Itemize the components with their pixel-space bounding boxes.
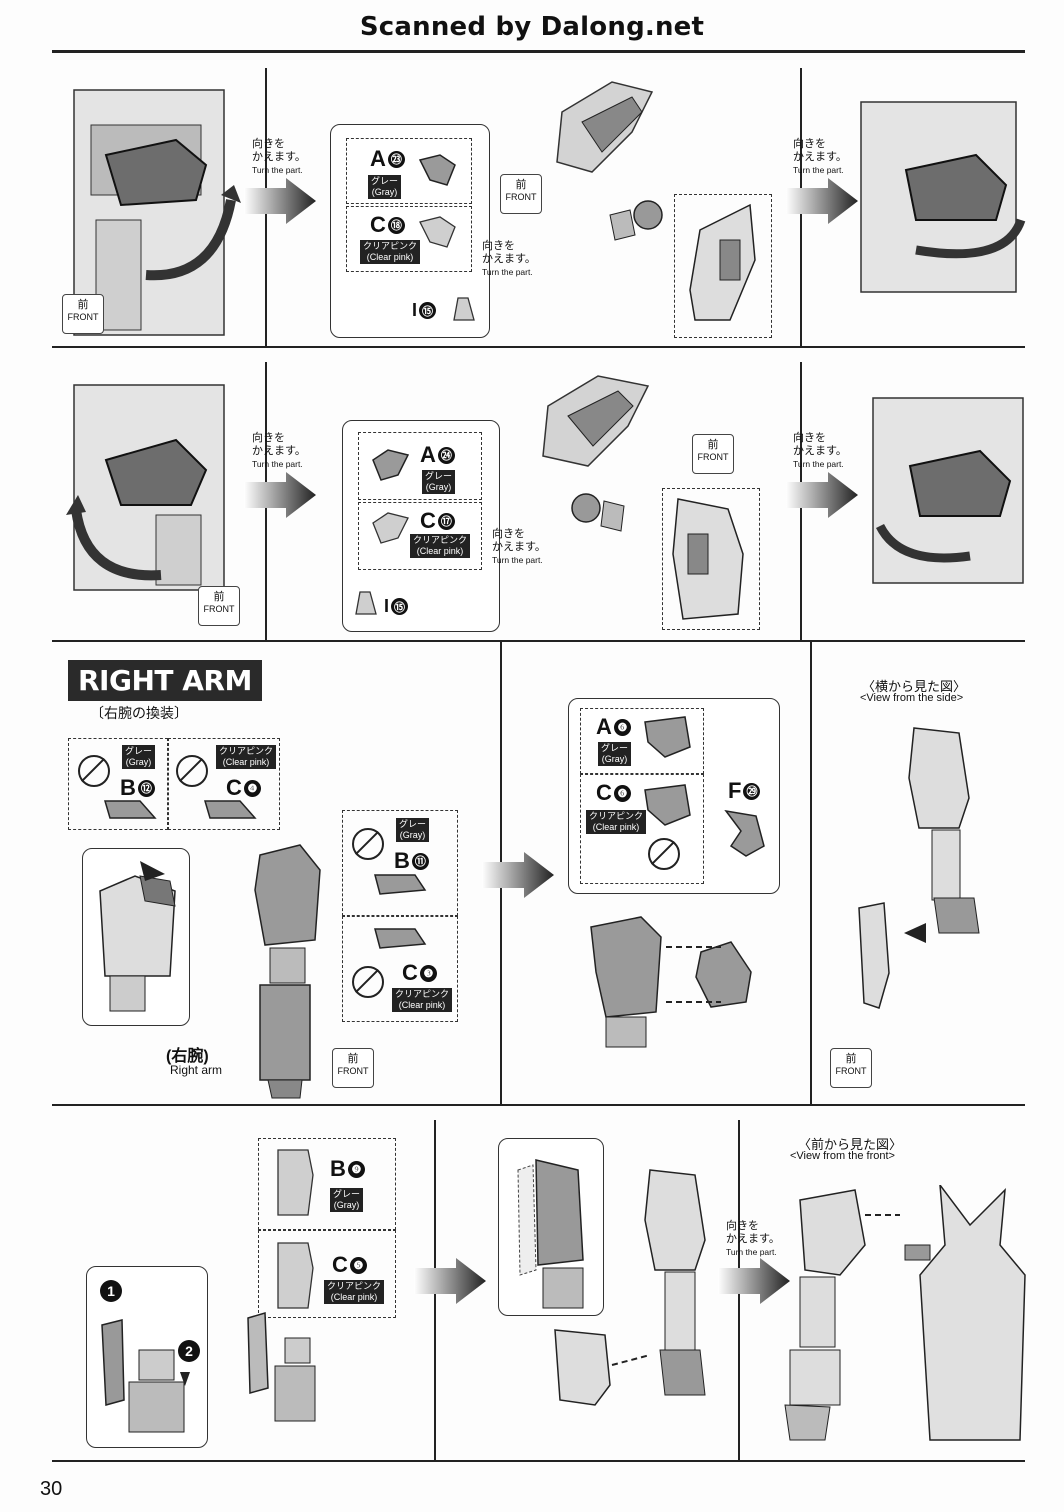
forearm-detail-figure — [101, 1319, 190, 1433]
arm-assembly-figure — [554, 1169, 706, 1406]
joint-part-figure — [609, 200, 663, 241]
top-rule — [52, 50, 1025, 53]
color-tag-gray: グレー(Gray) — [122, 745, 156, 769]
part-shape-A6 — [644, 716, 691, 758]
part-shape-B12 — [103, 800, 157, 819]
side-view-arm-figure — [858, 727, 980, 1009]
no-use-icon — [648, 838, 680, 870]
right-arm-label-jp: (右腕) — [166, 1048, 209, 1065]
color-tag-clear-pink: クリアピンク(Clear pink) — [392, 988, 453, 1012]
scanner-credit: Scanned by Dalong.net — [359, 12, 705, 42]
color-tag-gray: グレー(Gray) — [598, 742, 632, 766]
section-title: RIGHT ARM — [68, 660, 262, 701]
next-arrow-icon — [244, 472, 316, 518]
backpack-figure-1 — [556, 81, 654, 173]
torso-figure-1 — [73, 89, 241, 336]
part-shape-C3 — [374, 928, 427, 949]
turn-note: 向きをかえます。Turn the part. — [252, 432, 306, 469]
wing-figure-2 — [672, 498, 744, 620]
front-view-label-en: <View from the front> — [790, 1150, 895, 1162]
turn-note: 向きをかえます。Turn the part. — [793, 138, 847, 175]
part-shape-C6 — [644, 784, 691, 826]
color-tag-gray: グレー(Gray) — [330, 1188, 364, 1212]
step-number-2: 2 — [178, 1340, 200, 1362]
color-tag-clear-pink: クリアピンク(Clear pink) — [410, 534, 471, 558]
turn-note: 向きをかえます。Turn the part. — [793, 432, 847, 469]
torso-figure-2b — [872, 397, 1024, 584]
wing-figure-1 — [689, 203, 756, 321]
joint-part-figure — [571, 493, 625, 532]
part-shape-B9 — [277, 1149, 314, 1216]
backpack-figure-2 — [542, 375, 650, 467]
next-arrow-icon — [786, 178, 858, 224]
forearm-assembly-figure — [590, 916, 752, 1048]
no-use-icon — [78, 755, 110, 787]
turn-note: 向きをかえます。Turn the part. — [252, 138, 306, 175]
front-view-label-jp: 〈前から見た図〉 — [798, 1137, 903, 1152]
part-shape-A24 — [372, 449, 410, 481]
no-use-icon — [352, 828, 384, 860]
part-shape-F29 — [724, 809, 765, 857]
no-use-icon — [352, 966, 384, 998]
color-tag-gray: グレー(Gray) — [422, 470, 456, 494]
no-use-icon — [176, 755, 208, 787]
right-arm-label-en: Right arm — [170, 1063, 223, 1077]
part-shape-A23 — [418, 154, 456, 186]
part-shape-I15 — [355, 591, 377, 615]
part-shape-B11 — [374, 874, 427, 895]
part-shape-C5 — [277, 1242, 314, 1309]
right-arm-figure — [254, 844, 321, 1099]
part-shape-C17 — [372, 512, 409, 544]
page-number: 30 — [40, 1478, 63, 1500]
side-view-label-en: <View from the side> — [860, 692, 964, 704]
part-shape-I15 — [453, 297, 475, 321]
torso-figure-1b — [860, 101, 1026, 293]
front-view-arm-figure — [784, 1185, 1026, 1441]
color-tag-clear-pink: クリアピンク(Clear pink) — [216, 745, 277, 769]
next-arrow-icon — [482, 852, 554, 898]
turn-note: 向きをかえます。Turn the part. — [492, 528, 546, 565]
next-arrow-icon — [244, 178, 316, 224]
torso-figure-2 — [66, 384, 225, 591]
part-shape-C4 — [203, 800, 257, 819]
next-arrow-icon — [414, 1258, 486, 1304]
next-arrow-icon — [718, 1258, 790, 1304]
color-tag-clear-pink: クリアピンク(Clear pink) — [360, 240, 421, 264]
color-tag-gray: グレー(Gray) — [396, 818, 430, 842]
turn-note: 向きをかえます。Turn the part. — [482, 240, 536, 277]
section-subtitle: 〔右腕の換装〕 — [90, 705, 188, 721]
step-number-1: 1 — [100, 1280, 122, 1302]
side-view-label-jp: 〈横から見た図〉 — [862, 679, 967, 694]
forearm-figure — [247, 1312, 316, 1422]
color-tag-gray: グレー(Gray) — [368, 175, 402, 199]
shoulder-detail-figure — [99, 861, 176, 1012]
next-arrow-icon — [786, 472, 858, 518]
shield-insert-figure — [517, 1159, 584, 1309]
part-shape-C18 — [419, 216, 456, 248]
turn-note: 向きをかえます。Turn the part. — [726, 1220, 780, 1257]
color-tag-clear-pink: クリアピンク(Clear pink) — [586, 810, 647, 834]
color-tag-clear-pink: クリアピンク(Clear pink) — [324, 1280, 385, 1304]
